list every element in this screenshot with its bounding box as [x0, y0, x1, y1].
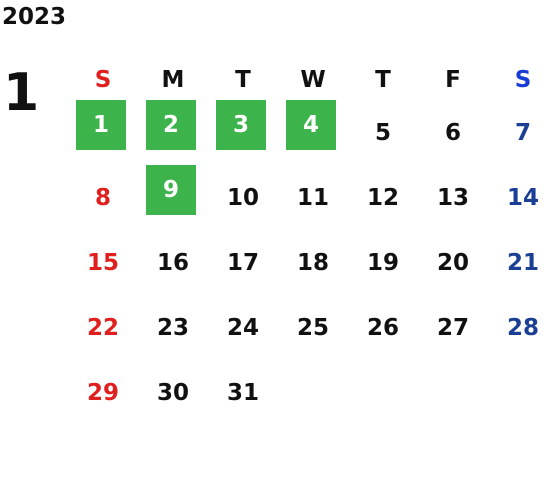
week-row: 1 2 3 4 5 6 7 — [68, 100, 548, 165]
day-cell[interactable]: 18 — [278, 230, 348, 295]
day-cell[interactable]: 15 — [68, 230, 138, 295]
day-number: 22 — [86, 314, 119, 341]
day-cell[interactable]: 16 — [138, 230, 208, 295]
day-cell[interactable]: 4 — [278, 100, 348, 165]
day-number: 24 — [226, 314, 259, 341]
weekday-thursday: T — [375, 67, 391, 93]
day-number: 28 — [506, 314, 539, 341]
weekday-wednesday: W — [300, 67, 326, 93]
week-row: 29 30 31 — [68, 360, 548, 425]
weekday-monday: M — [161, 67, 185, 93]
year-label: 2023 — [2, 4, 67, 30]
day-number: 26 — [366, 314, 399, 341]
day-cell[interactable]: 22 — [68, 295, 138, 360]
day-number: 10 — [226, 184, 259, 211]
day-number: 29 — [86, 379, 119, 406]
day-number: 23 — [156, 314, 189, 341]
day-number: 27 — [436, 314, 469, 341]
day-cell[interactable]: 11 — [278, 165, 348, 230]
day-cell[interactable]: 1 — [68, 100, 138, 165]
day-number: 21 — [506, 249, 539, 276]
day-number: 1 — [92, 112, 109, 138]
day-cell[interactable]: 24 — [208, 295, 278, 360]
weekday-sunday: S — [94, 67, 112, 93]
day-number: 15 — [86, 249, 119, 276]
day-number: 12 — [366, 184, 399, 211]
day-number: 5 — [374, 119, 391, 146]
day-number: 31 — [226, 379, 259, 406]
day-highlight — [146, 100, 196, 150]
day-cell[interactable]: 26 — [348, 295, 418, 360]
day-cell[interactable]: 17 — [208, 230, 278, 295]
day-number: 16 — [156, 249, 189, 276]
day-number: 20 — [436, 249, 469, 276]
empty-day-cell — [278, 360, 348, 425]
day-cell[interactable]: 21 — [488, 230, 548, 295]
day-cell[interactable]: 5 — [348, 100, 418, 165]
day-number: 25 — [296, 314, 329, 341]
day-cell[interactable]: 27 — [418, 295, 488, 360]
weekday-tuesday: T — [235, 67, 251, 93]
day-cell[interactable]: 30 — [138, 360, 208, 425]
day-cell[interactable]: 29 — [68, 360, 138, 425]
week-row: 15 16 17 18 19 20 21 — [68, 230, 548, 295]
day-cell[interactable]: 8 — [68, 165, 138, 230]
day-cell[interactable]: 7 — [488, 100, 548, 165]
day-cell[interactable]: 2 — [138, 100, 208, 165]
day-number: 14 — [506, 184, 539, 211]
week-row: 22 23 24 25 26 27 28 — [68, 295, 548, 360]
day-number: 7 — [514, 119, 531, 146]
day-highlight — [286, 100, 336, 150]
week-row: 8 9 10 11 12 13 14 — [68, 165, 548, 230]
day-cell[interactable]: 23 — [138, 295, 208, 360]
day-cell[interactable]: 13 — [418, 165, 488, 230]
day-highlight — [216, 100, 266, 150]
day-highlight — [76, 100, 126, 150]
day-cell[interactable]: 25 — [278, 295, 348, 360]
day-cell[interactable]: 31 — [208, 360, 278, 425]
day-number: 6 — [444, 119, 461, 146]
month-label: 1 — [3, 63, 40, 123]
calendar-grid: S M T W T F S 1 2 3 4 5 6 7 8 9 10 11 12… — [68, 60, 548, 425]
day-number: 4 — [302, 112, 319, 138]
day-cell[interactable]: 19 — [348, 230, 418, 295]
day-number: 13 — [436, 184, 469, 211]
weekday-friday: F — [445, 67, 461, 93]
empty-day-cell — [348, 360, 418, 425]
day-number: 30 — [156, 379, 189, 406]
empty-day-cell — [488, 360, 548, 425]
weekday-header-row: S M T W T F S — [68, 60, 548, 100]
day-number: 18 — [296, 249, 329, 276]
day-cell[interactable]: 12 — [348, 165, 418, 230]
day-cell[interactable]: 9 — [138, 165, 208, 230]
day-number: 11 — [296, 184, 329, 211]
day-number: 17 — [226, 249, 259, 276]
day-number: 9 — [162, 177, 179, 203]
day-cell[interactable]: 14 — [488, 165, 548, 230]
day-cell[interactable]: 10 — [208, 165, 278, 230]
day-number: 19 — [366, 249, 399, 276]
day-cell[interactable]: 3 — [208, 100, 278, 165]
day-cell[interactable]: 6 — [418, 100, 488, 165]
empty-day-cell — [418, 360, 488, 425]
day-number: 8 — [94, 184, 111, 211]
day-highlight — [146, 165, 196, 215]
day-cell[interactable]: 20 — [418, 230, 488, 295]
weekday-saturday: S — [514, 67, 532, 93]
day-cell[interactable]: 28 — [488, 295, 548, 360]
day-number: 3 — [232, 112, 249, 138]
day-number: 2 — [162, 112, 179, 138]
